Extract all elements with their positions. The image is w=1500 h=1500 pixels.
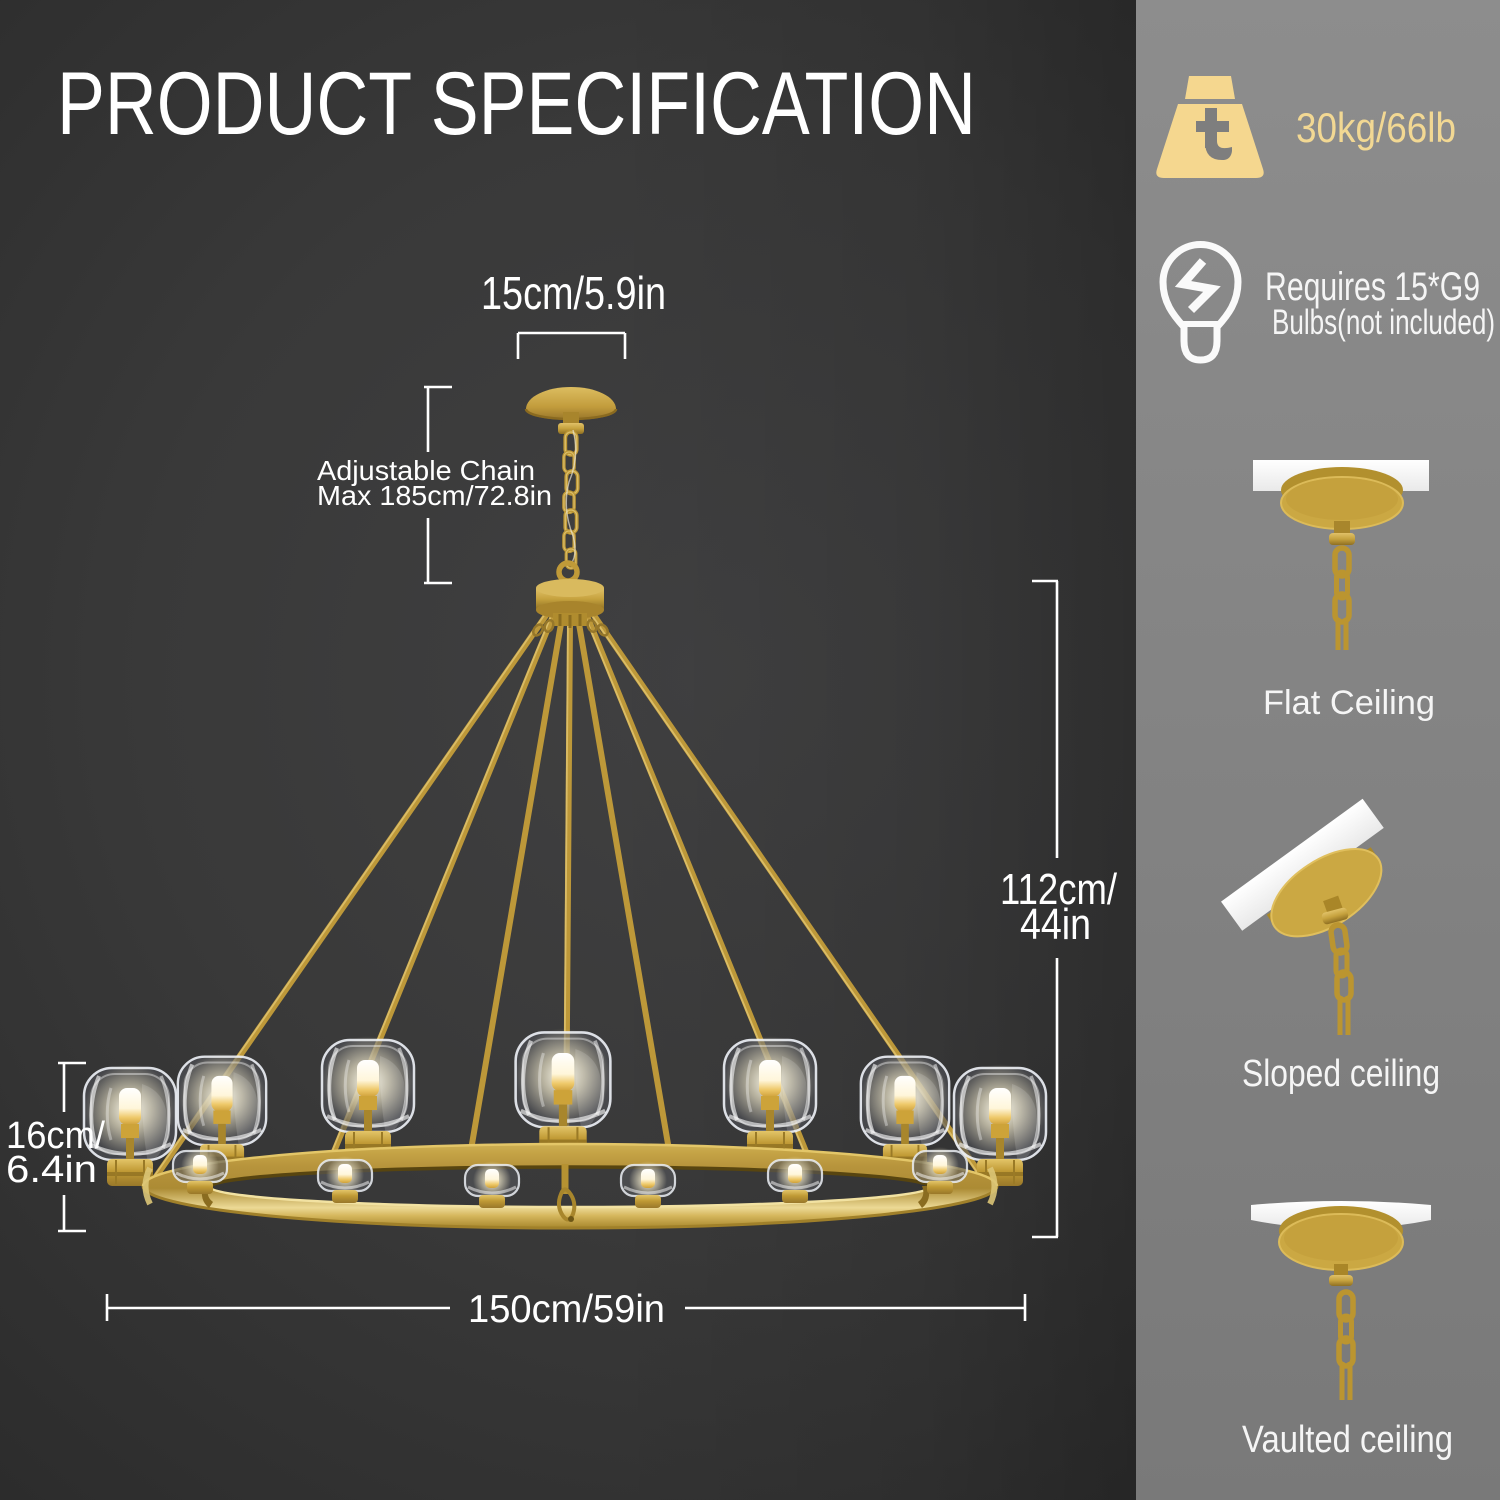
svg-text:6.4in: 6.4in [6, 1149, 97, 1191]
svg-text:30kg/66lb: 30kg/66lb [1296, 104, 1456, 151]
svg-text:Vaulted ceiling: Vaulted ceiling [1242, 1419, 1453, 1461]
svg-text:Adjustable Chain: Adjustable Chain [317, 455, 535, 486]
svg-text:112cm/: 112cm/ [1000, 865, 1118, 914]
svg-text:Max 185cm/72.8in: Max 185cm/72.8in [317, 480, 552, 511]
svg-text:15cm/5.9in: 15cm/5.9in [481, 267, 666, 319]
svg-text:44in: 44in [1020, 900, 1091, 949]
svg-text:Flat Ceiling: Flat Ceiling [1263, 684, 1435, 722]
svg-text:Sloped ceiling: Sloped ceiling [1242, 1053, 1440, 1095]
svg-text:16cm/: 16cm/ [6, 1115, 105, 1157]
svg-text:Requires 15*G9: Requires 15*G9 [1265, 265, 1480, 309]
svg-text:150cm/59in: 150cm/59in [468, 1288, 665, 1331]
svg-text:PRODUCT SPECIFICATION: PRODUCT SPECIFICATION [57, 53, 976, 153]
svg-text:Bulbs(not included): Bulbs(not included) [1272, 302, 1495, 342]
